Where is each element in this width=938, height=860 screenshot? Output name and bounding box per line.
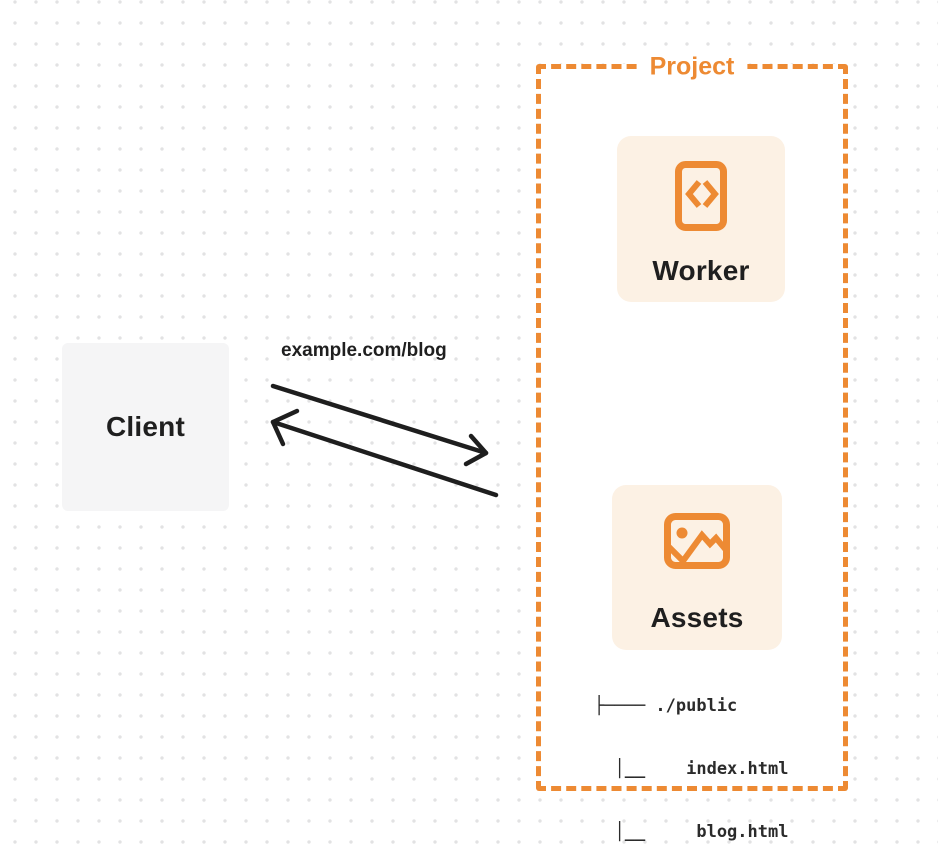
project-label: Project [638,52,746,81]
code-document-icon [675,161,727,231]
assets-label: Assets [650,602,744,633]
file-tree-line: │__ index.html [594,759,789,779]
client-box: Client [62,343,229,511]
assets-card: Assets [612,485,782,650]
worker-label: Worker [652,255,750,286]
file-tree-line: ├──── ./public [594,696,738,716]
file-tree: ├──── ./public │__ index.html │__ blog.h… [594,654,788,860]
image-icon [664,513,730,569]
project-box: Project Worker Assets [536,52,848,842]
request-url-label: example.com/blog [281,340,447,361]
request-arrow-right [270,383,489,467]
response-arrow-left [270,408,499,498]
file-tree-line: │__ blog.html [594,822,789,842]
client-label: Client [106,411,185,442]
worker-card: Worker [617,136,785,302]
